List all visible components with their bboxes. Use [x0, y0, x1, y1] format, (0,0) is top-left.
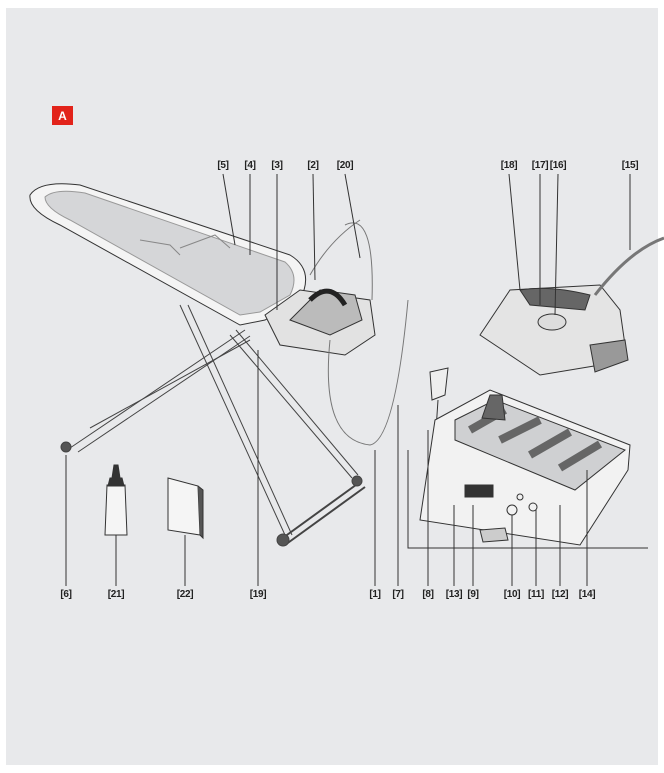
callout-label: [19] [249, 589, 267, 600]
leader-line [344, 173, 361, 259]
figure-panel [6, 8, 658, 765]
callout-label: [3] [271, 160, 283, 171]
callout-label: [15] [621, 160, 639, 171]
callout-label: [12] [551, 589, 569, 600]
callout-label: [7] [392, 589, 404, 600]
water-bottle [104, 464, 128, 536]
callout-label: [13] [445, 589, 463, 600]
callout-label: [8] [422, 589, 434, 600]
callout-label: [9] [467, 589, 479, 600]
callout-label: [5] [217, 160, 229, 171]
leader-line [508, 173, 521, 291]
callout-label: [1] [369, 589, 381, 600]
steam-iron [479, 236, 664, 376]
board-legs [60, 304, 366, 547]
callout-label: [4] [244, 160, 256, 171]
instruction-booklet [167, 477, 201, 536]
callout-label: [18] [500, 160, 518, 171]
callout-label: [10] [503, 589, 521, 600]
callout-label: [2] [307, 160, 319, 171]
callout-label: [17] [531, 160, 549, 171]
callout-label: [6] [60, 589, 72, 600]
leader-line [222, 173, 236, 246]
callout-label: [22] [176, 589, 194, 600]
callout-label: [16] [549, 160, 567, 171]
callout-label: [11] [527, 589, 545, 600]
leader-line [554, 173, 559, 316]
figure-badge: A [52, 106, 73, 125]
callout-label: [14] [578, 589, 596, 600]
steam-generator [419, 389, 631, 546]
callout-label: [21] [107, 589, 125, 600]
callout-label: [20] [336, 160, 354, 171]
leader-line [312, 173, 316, 281]
